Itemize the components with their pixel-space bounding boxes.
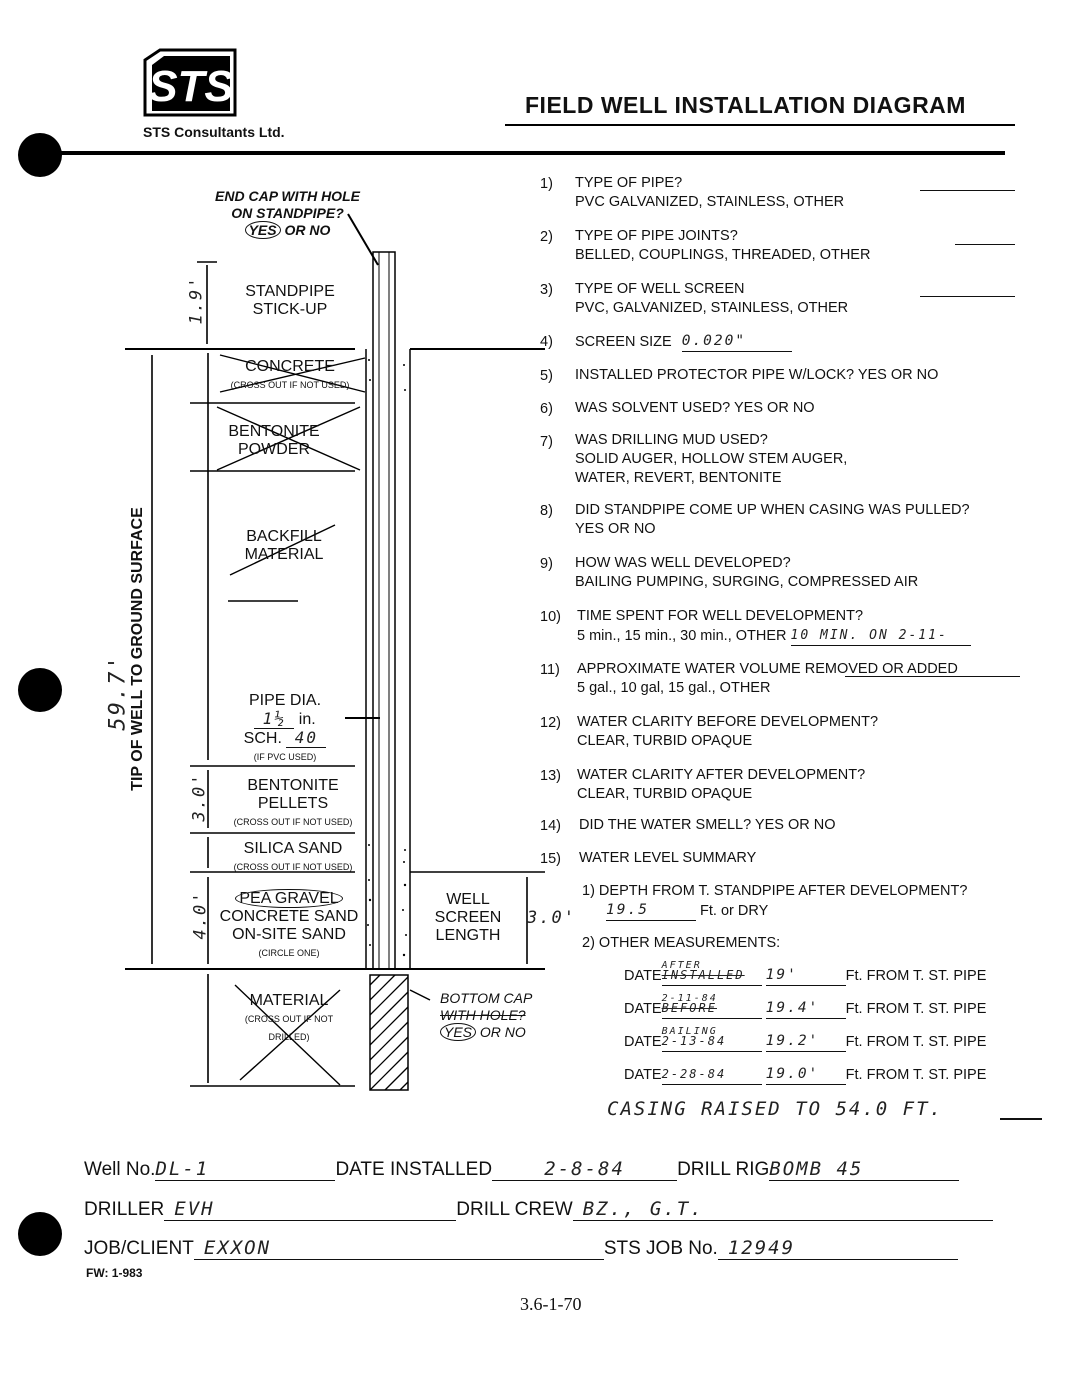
q15: WATER LEVEL SUMMARY	[579, 850, 757, 866]
q9: HOW WAS WELL DEVELOPED?BAILING PUMPING, …	[575, 555, 919, 590]
standpipe-dim: 1.9'	[186, 275, 207, 325]
q4: SCREEN SIZE 0.020"	[575, 332, 792, 352]
wl-row-4: DATE2-28-84 19.0'Ft. FROM T. ST. PIPE	[624, 1066, 987, 1085]
q2: TYPE OF PIPE JOINTS?BELLED, COUPLINGS, T…	[575, 228, 871, 263]
q1-other-line	[920, 190, 1015, 191]
q14: DID THE WATER SMELL? YES OR NO	[579, 817, 836, 833]
q6: WAS SOLVENT USED? YES OR NO	[575, 400, 815, 416]
q10: TIME SPENT FOR WELL DEVELOPMENT? 5 min.,…	[577, 607, 971, 646]
title-underline	[505, 124, 1015, 126]
casing-note: CASING RAISED TO 54.0 FT.	[607, 1098, 943, 1120]
q8: DID STANDPIPE COME UP WHEN CASING WAS PU…	[575, 502, 970, 537]
q5: INSTALLED PROTECTOR PIPE W/LOCK? YES OR …	[575, 367, 939, 383]
q11-other-line	[845, 676, 1020, 677]
svg-text:STS: STS	[148, 62, 234, 111]
concrete-label: CONCRETE(CROSS OUT IF NOT USED)	[230, 358, 350, 390]
vertical-dim: 59.7'	[105, 654, 131, 731]
q2-other-line	[955, 244, 1015, 245]
binder-hole	[18, 133, 62, 177]
wl-q2: 2) OTHER MEASUREMENTS:	[582, 935, 781, 951]
binder-hole	[18, 1212, 62, 1256]
q13: WATER CLARITY AFTER DEVELOPMENT?CLEAR, T…	[577, 767, 866, 802]
header-rule	[40, 151, 1005, 155]
page-reference: 3.6-1-70	[520, 1294, 582, 1314]
q3-other-line	[920, 296, 1015, 297]
q1: TYPE OF PIPE?PVC GALVANIZED, STAINLESS, …	[575, 175, 845, 210]
screen-dim: 3.0'	[527, 908, 576, 928]
pellets-dim: 3.0'	[189, 772, 210, 822]
pipe-dia-label: PIPE DIA. 1½ in. SCH. 40 (IF PVC USED)	[230, 692, 340, 766]
q11: APPROXIMATE WATER VOLUME REMOVED OR ADDE…	[577, 661, 958, 696]
binder-hole	[18, 668, 62, 712]
silica-label: SILICA SAND(CROSS OUT IF NOT USED)	[233, 840, 353, 872]
form-number: FW: 1-983	[86, 1266, 143, 1280]
q7: WAS DRILLING MUD USED?SOLID AUGER, HOLLO…	[575, 432, 848, 486]
end-cap-label: END CAP WITH HOLE ON STANDPIPE? YES OR N…	[215, 188, 360, 239]
wl-q1: 1) DEPTH FROM T. STANDPIPE AFTER DEVELOP…	[582, 883, 968, 921]
bottom-cap-label: BOTTOM CAP WITH HOLE? YES OR NO	[440, 990, 533, 1041]
logo: STS	[140, 45, 240, 120]
page-title: FIELD WELL INSTALLATION DIAGRAM	[525, 92, 966, 118]
company-name: STS Consultants Ltd.	[143, 124, 285, 140]
q12: WATER CLARITY BEFORE DEVELOPMENT?CLEAR, …	[577, 714, 879, 749]
casing-note-line	[1000, 1118, 1042, 1120]
vertical-label: TIP OF WELL TO GROUND SURFACE	[129, 507, 146, 791]
well-diagram	[125, 213, 545, 1091]
gravel-dim: 4.0'	[190, 890, 211, 940]
